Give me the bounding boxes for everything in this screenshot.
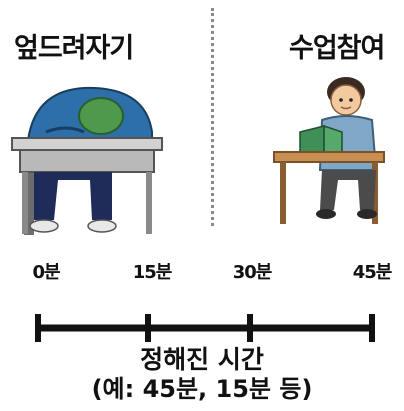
tick-label-45: 45분	[352, 262, 393, 283]
participating-label: 수업참여	[289, 33, 385, 64]
tick-label-0: 0분	[32, 262, 60, 283]
divider-line	[211, 8, 214, 226]
timeline	[35, 314, 375, 342]
tick-label-15: 15분	[132, 262, 173, 283]
sleeping-student-illustration	[11, 86, 163, 235]
reading-student-illustration	[273, 77, 385, 224]
caption-example: (예: 45분, 15분 등)	[91, 375, 313, 403]
sleeping-label: 엎드려자기	[14, 33, 134, 64]
tick-label-30: 30분	[232, 262, 273, 283]
caption-title: 정해진 시간	[140, 345, 264, 374]
